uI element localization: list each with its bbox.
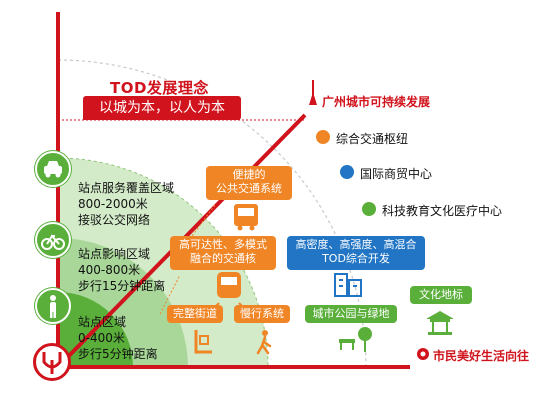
bicycle-icon bbox=[35, 222, 71, 258]
goal-label-3: 科技教育文化医疗中心 bbox=[382, 204, 503, 218]
city-goal-label: 广州城市可持续发展 bbox=[322, 95, 431, 109]
cultural-landmark-box: 文化地标 bbox=[410, 286, 472, 304]
park-bench-tree-icon bbox=[339, 327, 372, 352]
pedestrian-icon bbox=[35, 288, 71, 324]
goal-dot-blue bbox=[340, 165, 354, 179]
guangzhou-metro-logo bbox=[33, 343, 71, 381]
bus-icon bbox=[234, 204, 258, 231]
goal-label-2: 国际商贸中心 bbox=[360, 167, 433, 181]
tod-development-box: 高密度、高强度、高混合 TOD综合开发 bbox=[287, 236, 425, 270]
citizen-goal-label: 市民美好生活向往 bbox=[433, 349, 530, 363]
landmark-pavilion-icon bbox=[426, 311, 454, 335]
buildings-icon bbox=[334, 273, 362, 297]
street-icon bbox=[194, 330, 212, 354]
urban-park-box: 城市公园与绿地 bbox=[305, 305, 397, 323]
diagram-title: TOD发展理念 bbox=[110, 79, 209, 97]
concept-banner: 以城为本，以人为本 bbox=[83, 96, 241, 120]
goal-label-1: 综合交通枢纽 bbox=[336, 132, 409, 146]
transit-hub-box: 高可达性、多模式 融合的交通核 bbox=[170, 236, 276, 270]
zone-outer-arc bbox=[57, 157, 269, 368]
location-pin-icon bbox=[417, 348, 429, 360]
public-transit-box: 便捷的 公共交通系统 bbox=[206, 166, 292, 200]
outer-dashed-arc bbox=[57, 59, 367, 368]
tower-icon bbox=[309, 80, 317, 105]
slow-traffic-box: 慢行系统 bbox=[234, 305, 290, 323]
goal-dot-orange bbox=[316, 130, 330, 144]
goal-dot-green bbox=[362, 202, 376, 216]
complete-street-box: 完整街道 bbox=[167, 305, 223, 323]
walking-person-icon bbox=[256, 330, 272, 355]
car-icon bbox=[35, 151, 71, 187]
